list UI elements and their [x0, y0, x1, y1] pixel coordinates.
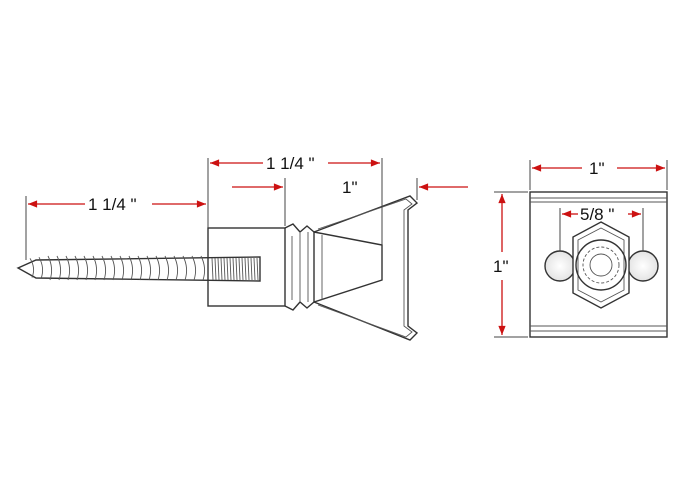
thread-crest [182, 255, 188, 281]
thread-crest [92, 255, 98, 281]
width-label: 1" [589, 159, 605, 178]
nut-bore [575, 239, 627, 291]
body-length-label: 1 1/4 " [266, 154, 315, 173]
thread-crest [137, 255, 143, 281]
square-plate [529, 191, 668, 338]
thread-crest [56, 255, 62, 281]
thread-crest [128, 255, 134, 281]
thread-crest [191, 255, 197, 281]
fine-thread [256, 257, 259, 281]
fine-thread [217, 257, 220, 281]
thread-crest [74, 255, 80, 281]
fine-thread [238, 257, 241, 281]
thread-crest [146, 255, 152, 281]
thread-crest [47, 255, 53, 281]
right-hole [627, 250, 659, 282]
collar [284, 223, 315, 311]
fine-thread [226, 257, 229, 281]
thread-crest [38, 256, 44, 279]
screw-threads [29, 255, 206, 281]
height-label: 1" [493, 257, 509, 276]
fine-thread [244, 257, 247, 281]
wing-anchor [313, 195, 419, 341]
fine-thread [211, 257, 214, 281]
thread-crest [110, 255, 116, 281]
side-view: 1 1/4 " 1 1/4 " 1" [16, 154, 468, 341]
hex-nut [572, 221, 630, 309]
left-hole [544, 250, 576, 282]
fine-thread [241, 257, 244, 281]
thread-crest [155, 255, 161, 281]
thread-crest [164, 255, 170, 281]
thread-crest [65, 255, 71, 281]
fine-threads [211, 257, 259, 281]
fine-thread [232, 257, 235, 281]
fine-thread [247, 257, 250, 281]
sleeve [207, 227, 286, 307]
thread-crest [200, 255, 206, 281]
thread-crest [119, 255, 125, 281]
fine-thread [223, 257, 226, 281]
lag-screw [16, 255, 261, 282]
wing-width-label: 1" [342, 178, 358, 197]
thread-crest [29, 258, 35, 278]
fine-thread [229, 257, 232, 281]
fine-thread [253, 257, 256, 281]
fine-thread [250, 257, 253, 281]
hole-spacing-label: 5/8 " [580, 205, 614, 224]
thread-crest [101, 255, 107, 281]
fine-thread [214, 257, 217, 281]
end-view: 1" 5/8 " 1" [493, 159, 668, 338]
screw-length-label: 1 1/4 " [88, 195, 137, 214]
fine-thread [220, 257, 223, 281]
thread-crest [173, 255, 179, 281]
fine-thread [235, 257, 238, 281]
thread-crest [83, 255, 89, 281]
